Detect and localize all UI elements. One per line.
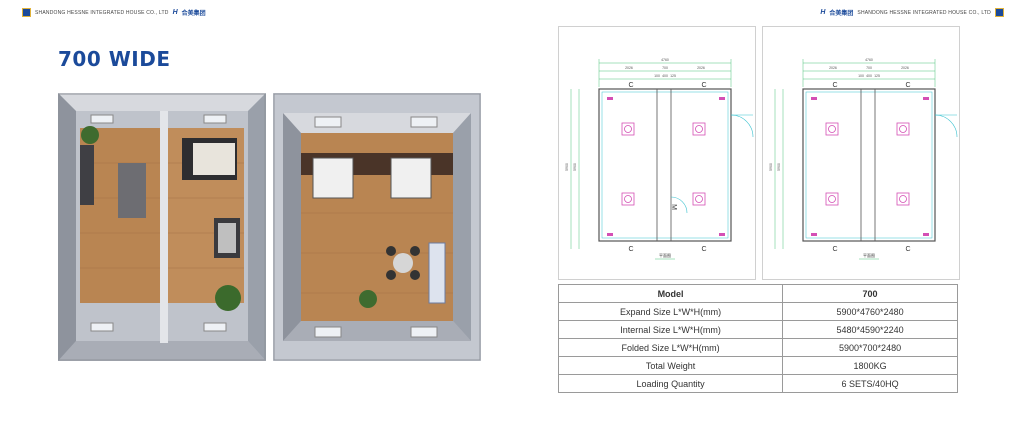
- spec-value: 5900*700*2480: [782, 338, 958, 357]
- dim-total-width: 4760: [661, 58, 669, 62]
- dim-a: 100: [858, 74, 864, 78]
- room-render-1: [58, 93, 266, 361]
- dim-length-inner: 5900: [573, 163, 577, 171]
- spec-table: Model 700 Expand Size L*W*H(mm) 5900*476…: [557, 284, 958, 393]
- dim-length-outer: 5900: [769, 163, 773, 171]
- brand-square-icon: [995, 8, 1004, 17]
- logo-mark: H: [172, 9, 178, 16]
- c-label: C: [832, 82, 837, 89]
- c-label: C: [628, 82, 633, 89]
- spec-header-row: Model 700: [557, 284, 958, 303]
- spec-header-model: Model: [557, 284, 784, 303]
- dim-c: 125: [670, 74, 676, 78]
- dim-mid: 700: [662, 66, 668, 70]
- dim-mid: 700: [866, 66, 872, 70]
- render-image-office: [273, 93, 481, 361]
- spec-label: Internal Size L*W*H(mm): [557, 320, 784, 339]
- dim-c: 125: [874, 74, 880, 78]
- dim-left: 2026: [625, 66, 633, 70]
- spec-label: Expand Size L*W*H(mm): [557, 302, 784, 321]
- c-label: C: [905, 82, 910, 89]
- dim-length-outer: 5900: [565, 163, 569, 171]
- spec-value: 6 SETS/40HQ: [782, 374, 958, 393]
- c-label: C: [701, 246, 706, 253]
- floor-plan-drawing-1: 4760 2026 2026 700 100 400 125 5900 5900…: [565, 58, 754, 260]
- c-label: C: [701, 82, 706, 89]
- dim-right: 2026: [901, 66, 909, 70]
- header-right: H 合美集团 SHANDONG HESSNE INTEGRATED HOUSE …: [820, 8, 1004, 17]
- dim-b: 400: [866, 74, 872, 78]
- brand-square-icon: [22, 8, 31, 17]
- plan-caption: 平面图: [863, 252, 875, 258]
- room-render-2: [273, 93, 481, 361]
- table-row: Expand Size L*W*H(mm) 5900*4760*2480: [557, 302, 958, 321]
- table-row: Total Weight 1800KG: [557, 356, 958, 375]
- dim-right: 2026: [697, 66, 705, 70]
- render-image-bedroom-living: [58, 93, 266, 361]
- spec-value: 5480*4590*2240: [782, 320, 958, 339]
- spec-label: Total Weight: [557, 356, 784, 375]
- dim-b: 400: [662, 74, 668, 78]
- door-label-m: M: [670, 204, 677, 210]
- floor-plan-1: 4760 2026 2026 700 100 400 125 5900 5900…: [558, 26, 756, 280]
- spec-value: 1800KG: [782, 356, 958, 375]
- dim-length-inner: 5900: [777, 163, 781, 171]
- company-name: SHANDONG HESSNE INTEGRATED HOUSE CO., LT…: [857, 9, 991, 16]
- company-name: SHANDONG HESSNE INTEGRATED HOUSE CO., LT…: [35, 9, 169, 16]
- dim-a: 100: [654, 74, 660, 78]
- logo-chinese: 合美集团: [181, 11, 206, 17]
- page-title: 700 WIDE: [58, 47, 171, 71]
- c-label: C: [832, 246, 837, 253]
- c-label: C: [905, 246, 910, 253]
- floor-plan-2: 4760 2026 2026 700 100 400 125 5900 5900…: [762, 26, 960, 280]
- spec-label: Folded Size L*W*H(mm): [557, 338, 784, 357]
- table-row: Folded Size L*W*H(mm) 5900*700*2480: [557, 338, 958, 357]
- dim-total-width: 4760: [865, 58, 873, 62]
- spec-value: 5900*4760*2480: [782, 302, 958, 321]
- header-left: SHANDONG HESSNE INTEGRATED HOUSE CO., LT…: [22, 8, 206, 17]
- dim-left: 2026: [829, 66, 837, 70]
- logo-mark: H: [820, 9, 826, 16]
- logo-chinese: 合美集团: [829, 11, 854, 17]
- table-row: Loading Quantity 6 SETS/40HQ: [557, 374, 958, 393]
- spec-label: Loading Quantity: [557, 374, 784, 393]
- spec-header-value: 700: [782, 284, 958, 303]
- plan-caption: 平面图: [659, 252, 671, 258]
- table-row: Internal Size L*W*H(mm) 5480*4590*2240: [557, 320, 958, 339]
- c-label: C: [628, 246, 633, 253]
- floor-plan-drawing-2: 4760 2026 2026 700 100 400 125 5900 5900…: [769, 58, 958, 260]
